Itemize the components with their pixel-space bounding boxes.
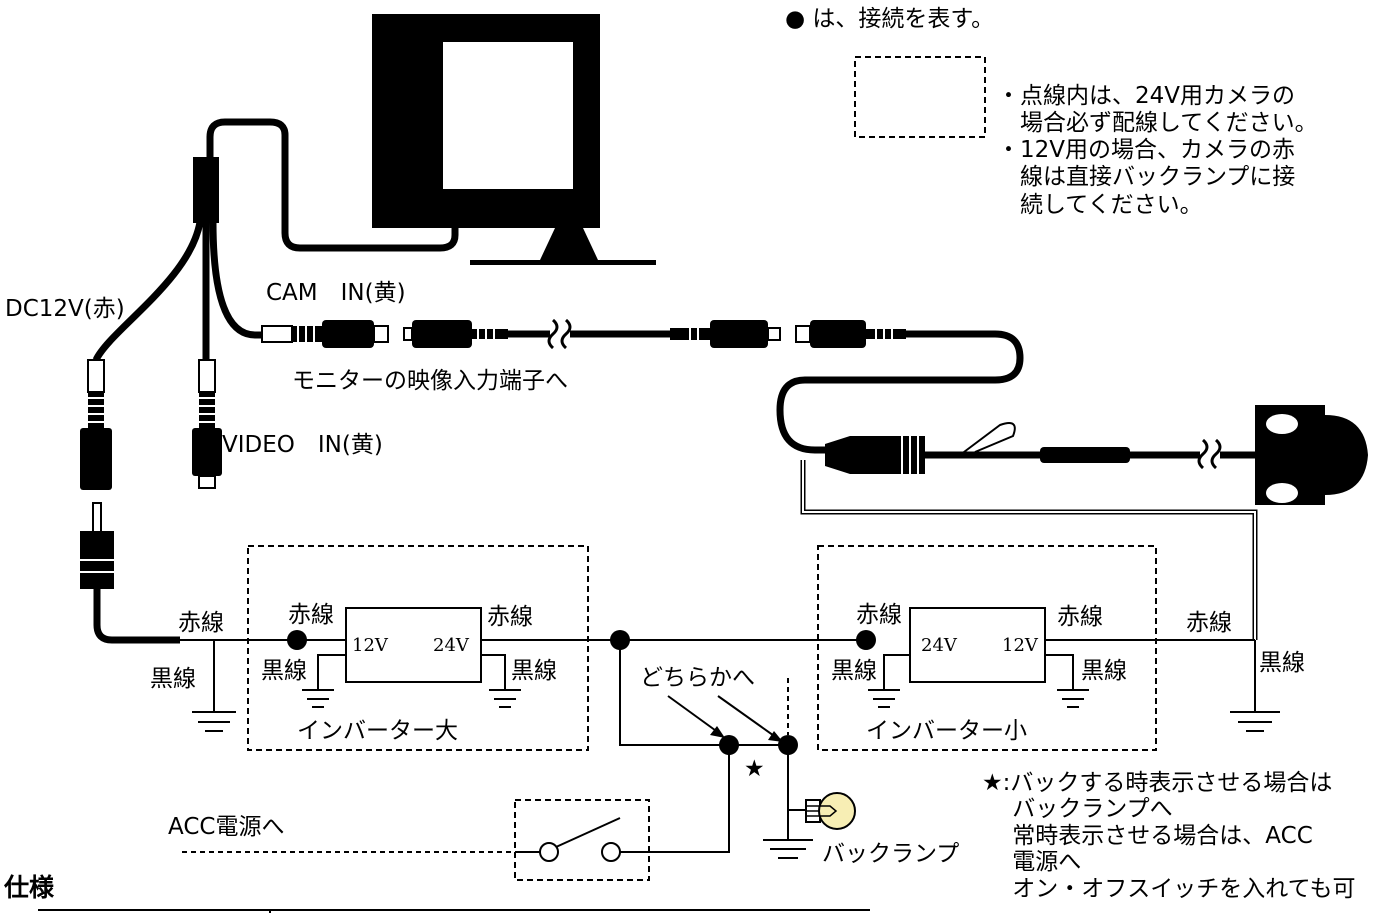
cam-in-connector xyxy=(261,320,508,348)
acc-power-label: ACC電源へ xyxy=(168,814,285,840)
inverter-small-24v: 24V xyxy=(921,635,957,656)
black-wire-label-1: 黒線 xyxy=(150,666,196,692)
inverter-large xyxy=(345,607,482,683)
monitor-input-label: モニターの映像入力端子へ xyxy=(292,368,568,394)
monitor-icon xyxy=(372,14,656,265)
monitor-cable xyxy=(206,118,459,252)
legend-dot-text: ● は、接続を表す。 xyxy=(785,6,995,32)
switch-box xyxy=(514,799,650,881)
inverter-large-24v: 24V xyxy=(433,635,469,656)
red-wire-label-2: 赤線 xyxy=(288,602,334,628)
black-wire-label-2: 黒線 xyxy=(261,658,307,684)
red-wire-label-6: 赤線 xyxy=(1186,610,1232,636)
red-wire-label-4: 赤線 xyxy=(856,602,902,628)
camera-icon xyxy=(1255,405,1368,505)
black-wire-label-6: 黒線 xyxy=(1259,650,1305,676)
legend-dashed-box xyxy=(854,56,986,138)
y-splitter xyxy=(193,157,219,223)
video-in-connector xyxy=(192,359,222,489)
inverter-small-12v: 12V xyxy=(1002,635,1038,656)
back-lamp-label: バックランプ xyxy=(822,841,960,867)
inverter-large-label: インバーター大 xyxy=(297,718,458,744)
black-wire-label-5: 黒線 xyxy=(1081,658,1127,684)
red-wire-label-1: 赤線 xyxy=(178,610,224,636)
dc12v-connector xyxy=(78,359,116,589)
star-notes: ★:バックする時表示させる場合は バックランプへ 常時表示させる場合は、ACC … xyxy=(982,770,1356,902)
camera-harness xyxy=(825,422,1255,474)
extension-connector xyxy=(670,320,906,348)
inverter-large-12v: 12V xyxy=(352,635,388,656)
lamp-icon xyxy=(805,792,856,830)
inverter-large-box xyxy=(247,545,589,751)
black-wire-label-4: 黒線 xyxy=(831,658,877,684)
inverter-small-label: インバーター小 xyxy=(866,718,1027,744)
legend-notes: ・点線内は、24V用カメラの 場合必ず配線してください。 ・12V用の場合、カメ… xyxy=(997,83,1318,218)
black-wire-label-3: 黒線 xyxy=(511,658,557,684)
dc12v-label: DC12V(赤) xyxy=(5,296,125,322)
ground-icon xyxy=(1230,711,1280,732)
red-wire-label-5: 赤線 xyxy=(1057,604,1103,630)
either-label: どちらかへ xyxy=(640,665,755,691)
inverter-small xyxy=(909,607,1046,683)
star-mark: ★ xyxy=(744,756,765,782)
video-in-label: VIDEO IN(黄) xyxy=(222,432,383,458)
inverter-small-box xyxy=(817,545,1157,751)
cam-in-label: CAM IN(黄) xyxy=(266,280,406,306)
spec-title: 仕様 xyxy=(4,873,55,902)
red-wire-label-3: 赤線 xyxy=(487,604,533,630)
